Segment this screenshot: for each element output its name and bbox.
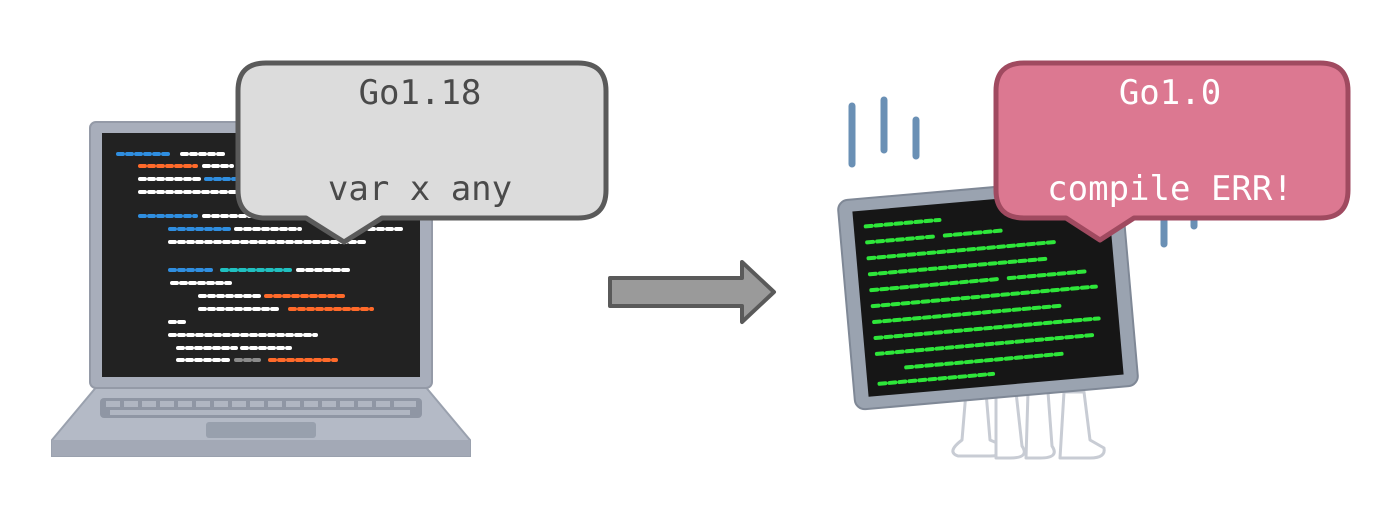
speech-bubble-old	[235, 60, 609, 245]
tired-monitor-icon	[837, 175, 1139, 460]
right-arrow-icon	[608, 260, 776, 324]
laptop-code-marks	[116, 152, 404, 362]
speech-bubble-new	[993, 60, 1351, 243]
old-version-label: Go1.18	[358, 73, 482, 113]
old-code-label: var x any	[327, 169, 513, 209]
error-label: compile ERR!	[1047, 169, 1293, 209]
new-version-label: Go1.0	[1118, 73, 1222, 113]
